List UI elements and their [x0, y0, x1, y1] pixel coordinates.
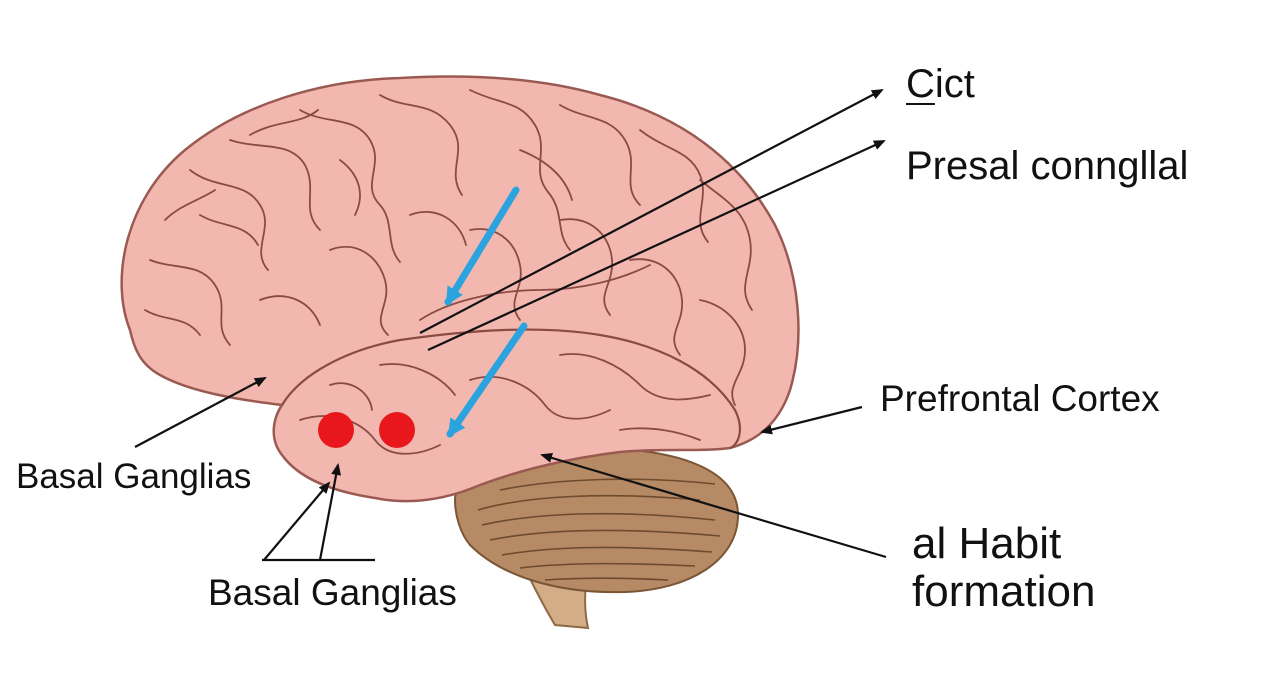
brain-sulci [144, 89, 753, 455]
cerebellum-folia [477, 478, 721, 581]
basal-bottom-pointers [262, 463, 375, 562]
red-dot-marker [318, 412, 354, 448]
label-habit-formation: al Habit formation [912, 519, 1096, 617]
arrow-habit [540, 453, 887, 559]
label-presal: Presal conngllal [906, 144, 1189, 188]
blue-arrow-icon [446, 322, 528, 438]
label-basal-ganglias-left: Basal Ganglias [16, 457, 252, 496]
blue-arrow-icon [444, 186, 520, 306]
arrow-basal-left [134, 377, 267, 448]
arrow-prefrontal [760, 405, 863, 435]
arrow-cict [419, 89, 884, 334]
red-dot-marker [379, 412, 415, 448]
label-prefrontal-cortex: Prefrontal Cortex [880, 378, 1160, 419]
label-habit-line2: formation [912, 567, 1096, 617]
label-basal-ganglias-bottom: Basal Ganglias [208, 572, 457, 613]
label-cict: Cict [906, 62, 975, 107]
label-cict-rest: ict [934, 62, 975, 106]
label-cict-first: C [906, 62, 935, 106]
temporal-lobe [281, 328, 742, 450]
label-habit-line1: al Habit [912, 519, 1062, 568]
arrow-presal [427, 140, 886, 351]
